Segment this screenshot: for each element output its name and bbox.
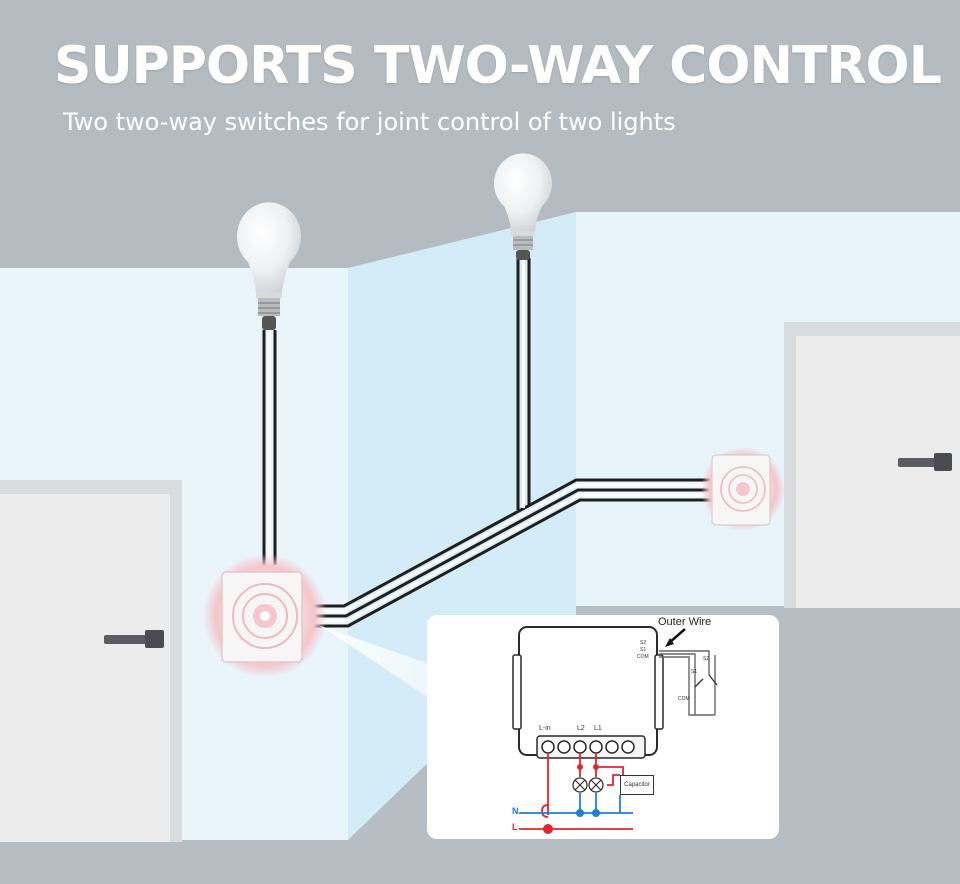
switch-label-com: COM <box>678 696 690 702</box>
terminal-label-com: COM <box>637 654 649 660</box>
left-door <box>0 494 170 842</box>
terminal-label-l2: L2 <box>577 725 585 732</box>
switch-label-s1: S1 <box>691 669 698 675</box>
page-title: SUPPORTS TWO-WAY CONTROL <box>54 36 942 96</box>
terminal-label-l1: L1 <box>594 725 602 732</box>
live-line-label: L <box>512 822 518 832</box>
wall-switch-icon <box>701 447 785 531</box>
zoom-beam <box>318 625 432 700</box>
light-bulb-icon <box>236 202 301 330</box>
capacitor-icon: Capacitor <box>620 775 654 795</box>
terminal-label-l-in: L-in <box>539 725 551 732</box>
neutral-line-label: N <box>512 806 519 816</box>
wall-switch-icon <box>203 554 327 678</box>
light-bulb-icon <box>494 153 552 260</box>
page-subtitle: Two two-way switches for joint control o… <box>63 108 676 136</box>
wiring-diagram <box>512 626 718 834</box>
lamp-symbol-icon <box>572 777 604 793</box>
outer-wire-label: Outer Wire <box>658 616 712 628</box>
terminal-label-s1: S1 <box>640 647 647 653</box>
switch-label-s2: S2 <box>703 656 710 662</box>
terminal-label-s2: S2 <box>640 640 647 646</box>
right-door <box>796 336 960 608</box>
